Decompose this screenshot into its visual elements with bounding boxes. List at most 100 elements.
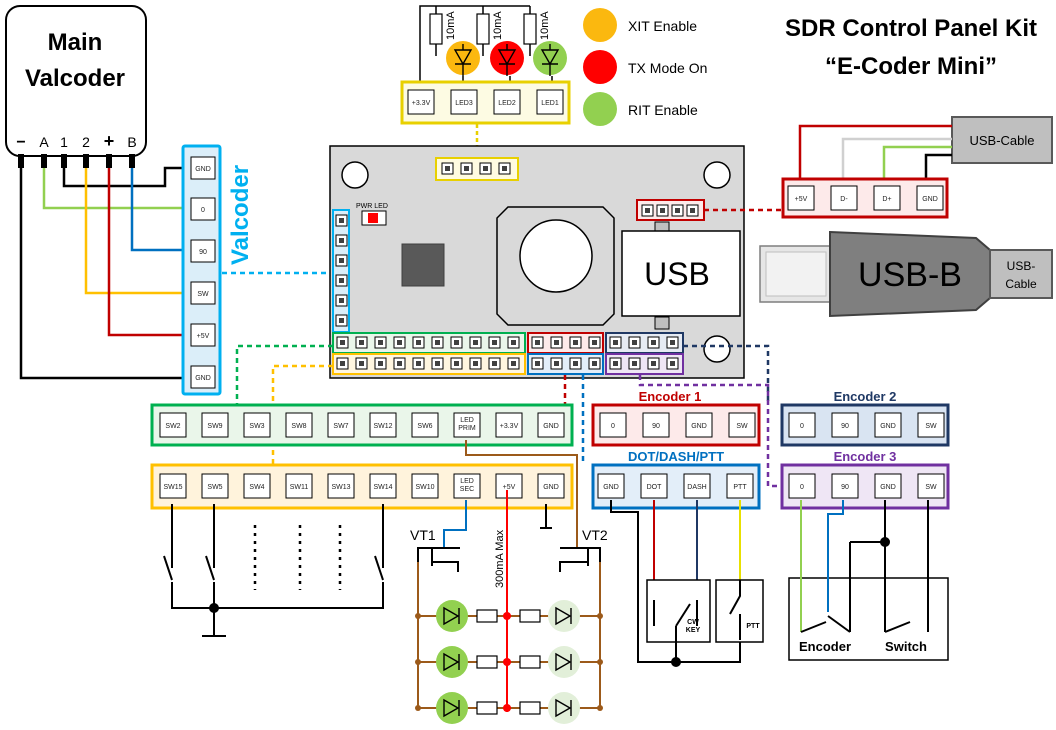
board-yellow-pin-core-3 [397,361,402,366]
usb-b-label: USB-B [858,256,962,294]
cw-key-box [646,579,711,643]
sw-row2-pin-box-7 [453,473,481,499]
max-current-label: 300mA Max [494,529,506,588]
switch-wiring [163,504,552,637]
encoder1-pin-box-0 [599,412,627,438]
led-matrix-frame [417,562,601,708]
sw-row2-pin-label-3: SW11 [290,484,309,491]
encoder1-pin-box-1 [642,412,670,438]
board-red-pin-core-2 [573,340,578,345]
usb-b-cable-stub [989,249,1053,299]
sw-row2-pin-label-6: SW10 [415,484,434,491]
sw-row1-pin-label-4: SW7 [333,423,348,430]
matrix-resistor-right-1 [519,655,541,669]
board-usb-label: USB [644,256,710,292]
dotdash-pin-box-0 [597,473,625,499]
encoder-sw-label: Encoder [799,639,851,654]
sw-row1-pin-box-4 [327,412,355,438]
matrix-led-left-symbol-0 [443,606,460,626]
matrix-led-right-symbol-0 [555,606,572,626]
sw-row1-pin-box-5 [369,412,397,438]
matrix-resistor-right-2 [519,701,541,715]
encoder2-pin-box-1 [831,412,859,438]
dotdash-title: DOT/DASH/PTT [628,449,724,464]
board-usb-pin-core-2 [675,208,680,213]
dotdash-pin-label-3: PTT [733,484,747,491]
board-green-pin-core-0 [340,340,345,345]
sw-row2-pin-box-0 [159,473,187,499]
cw-key-label-1: CW [687,619,699,626]
matrix-led-left-1 [436,646,468,678]
dotdash-pin-box-2 [683,473,711,499]
usb-b-cable-label-1: USB- [1007,259,1036,273]
board-led-pin-core-0 [445,166,450,171]
matrix-led-right-1 [548,646,580,678]
board-led-pin-core-2 [483,166,488,171]
usb-cable-label: USB-Cable [969,133,1034,148]
encoder2-pin-box-3 [917,412,945,438]
dotdash-pin-label-0: GND [603,484,619,491]
led-pin-box-3 [536,89,564,115]
board-navy-pin-core-2 [651,340,656,345]
sw-row1-pin-label-6: SW6 [417,423,432,430]
switch-sw-label: Switch [885,639,927,654]
sw-row1-pin-label-8: +3.3V [500,423,519,430]
board-green-pin-core-2 [378,340,383,345]
usb-cable-pin-label-2: D+ [882,196,891,203]
encoder3-pin-box-3 [917,473,945,499]
sw-row2-pin-box-1 [201,473,229,499]
board-green-pin-core-7 [473,340,478,345]
led-sec-wire [443,500,467,548]
board-led-pin-core-3 [502,166,507,171]
board-usb-pin-core-3 [690,208,695,213]
led-matrix [415,600,603,724]
encoder1-pin-box-2 [685,412,713,438]
board-green-pin-core-4 [416,340,421,345]
board-bottom-header-pins [336,336,679,370]
enc3-junction [880,537,890,547]
board-yellow-pin-core-8 [492,361,497,366]
board-valcoder-header [332,209,350,333]
valcoder-pin-label-4: +5V [197,333,210,340]
sw-row1-pin-label-5: SW12 [373,423,392,430]
mv-pin-minus: − [16,134,25,151]
matrix-led-left-symbol-2 [443,698,460,718]
main-valcoder-wires [19,160,188,380]
valcoder-pin-box-4 [190,323,216,347]
led-legend: XIT Enable TX Mode On RIT Enable [583,8,707,126]
usb-cable-pin-box-3 [916,185,944,211]
board-purple-pin-core-3 [670,361,675,366]
matrix-led-left-2 [436,692,468,724]
encoder3-pin-box-0 [788,473,816,499]
dotdash-pin-label-2: DASH [687,484,706,491]
board-purple-pin-core-0 [613,361,618,366]
sw-row1-pin-box-2 [243,412,271,438]
board-header-blue [527,353,604,375]
board-yellow-pin-core-7 [473,361,478,366]
sw-row1-pin-box-3 [285,412,313,438]
board-red-pin-core-1 [554,340,559,345]
dotdash-pin-box-1 [640,473,668,499]
sw-row1-pin-box-8 [495,412,523,438]
usb-b-plug-inner [765,251,827,297]
board-usb-socket [621,230,741,317]
sw-row2-pin-box-5 [369,473,397,499]
board-green-pin-core-6 [454,340,459,345]
valcoder-label: Valcoder [227,165,254,265]
usb-cable-pin-label-3: GND [922,196,938,203]
resistor-label-3: 10mA [539,11,551,40]
mount-hole-br [703,335,731,363]
sw-row2-pin-label-8: +5V [503,484,516,491]
sw-row2-pin-label-0: SW15 [163,484,182,491]
ptt-label: PTT [746,623,760,630]
title-line-1: SDR Control Panel Kit [785,15,1037,42]
encoder3-pin-box-1 [831,473,859,499]
board-led-header-pins [441,162,511,175]
led-pin-box-1 [450,89,478,115]
